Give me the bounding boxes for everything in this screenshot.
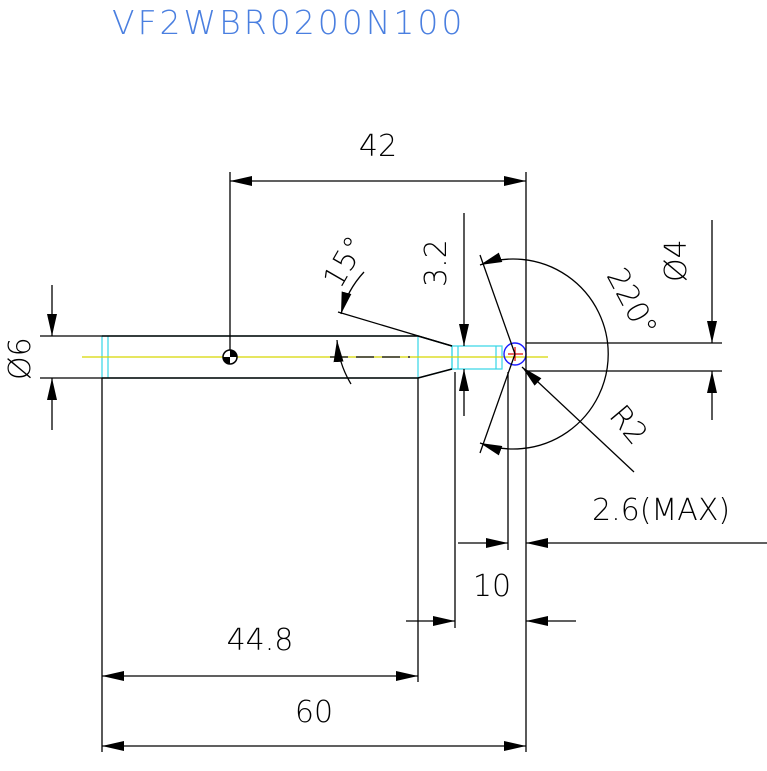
taper-angle-extension: [337, 311, 453, 347]
dim-label-60: 60: [295, 695, 333, 730]
tip-angle-line-top: [479, 254, 516, 355]
dim-label-15-deg: 15°: [317, 230, 374, 294]
part-number-title: VF2WBR0200N100: [112, 3, 465, 42]
dim-label-44-8: 44.8: [227, 623, 294, 658]
taper-bottom-edge: [417, 368, 453, 379]
dim-label-dia-6: Ø6: [3, 337, 38, 380]
dim-label-10: 10: [473, 569, 511, 604]
dim-label-3-2: 3.2: [419, 239, 454, 287]
dim-label-r2: R2: [602, 399, 654, 452]
centroid-symbol: [222, 349, 238, 365]
dim-label-42: 42: [359, 129, 397, 164]
dim-label-2-6-max: 2.6(MAX): [592, 493, 730, 528]
radius-leader: [521, 366, 635, 473]
angle-arc-15-bottom: [333, 339, 352, 385]
dimension-lines: [40, 172, 767, 752]
dimension-labels: 42 15° 3.2 220° Ø4 Ø6 R2 2.6(MAX) 10 44.…: [3, 129, 730, 730]
angle-arc-220: [479, 252, 609, 456]
dim-label-dia-4: Ø4: [659, 239, 694, 282]
dim-label-220-deg: 220°: [599, 262, 664, 342]
angle-arc-15-top: [340, 271, 365, 315]
